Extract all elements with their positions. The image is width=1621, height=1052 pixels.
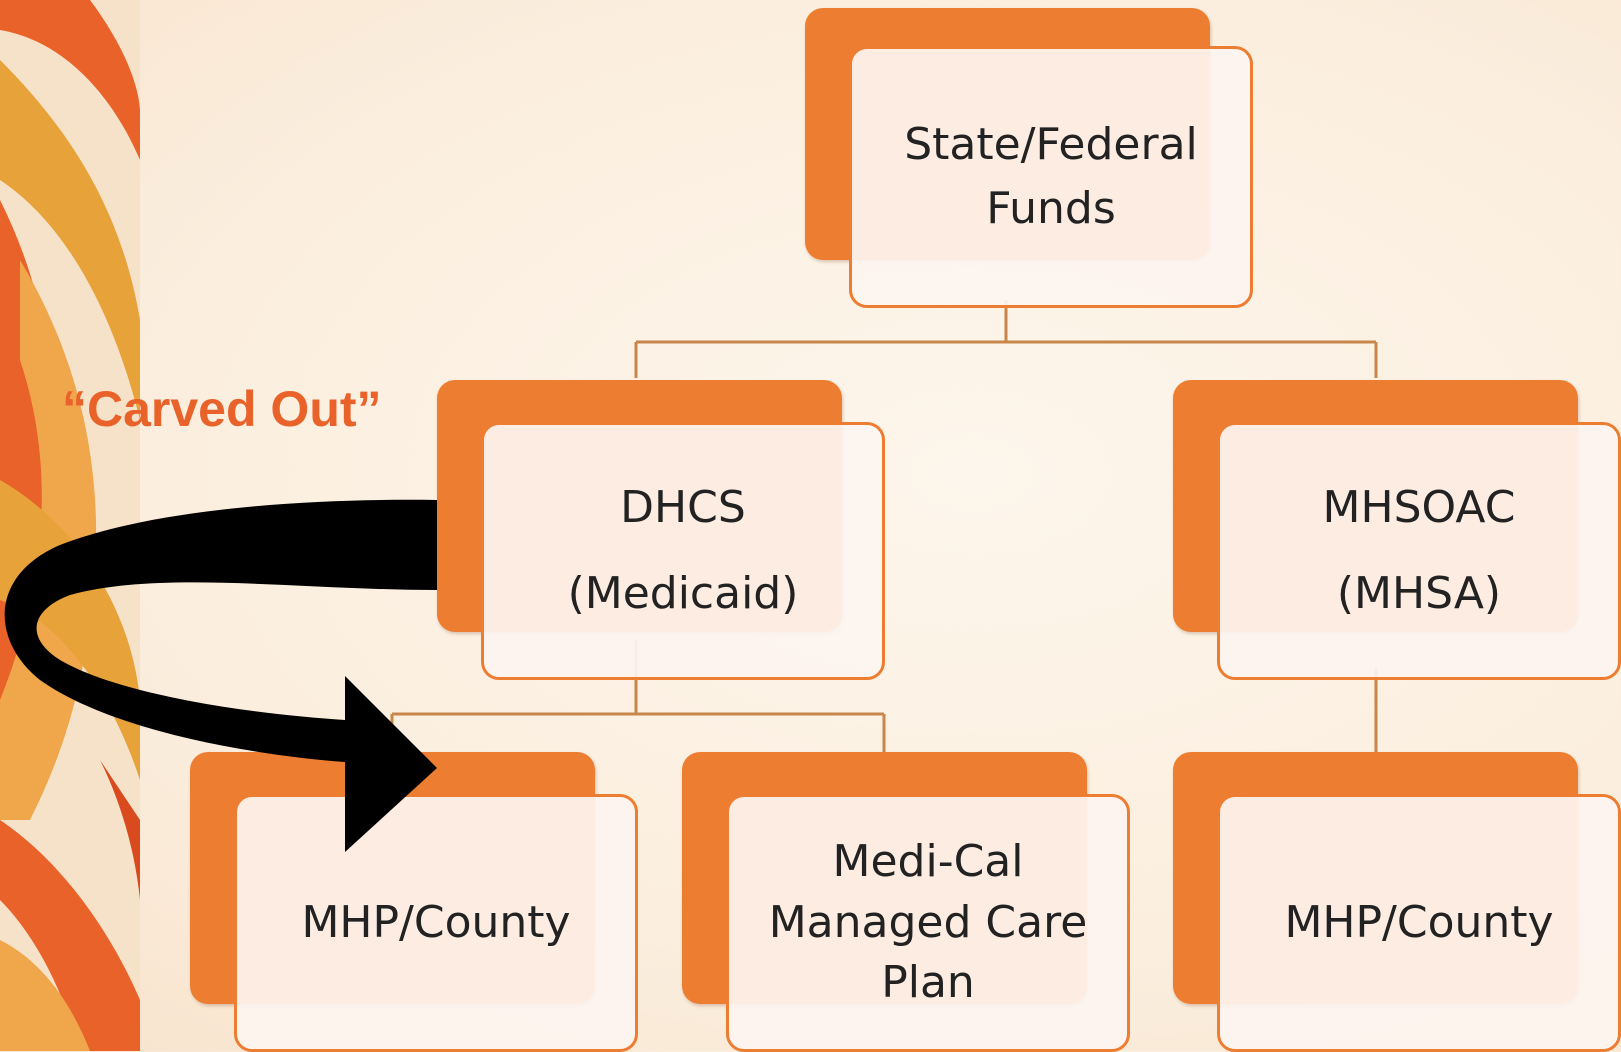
node-label: MHP/County: [234, 794, 638, 1052]
node-mhp-county-right: MHP/County: [1173, 752, 1621, 1052]
carved-out-label: “Carved Out”: [62, 381, 382, 437]
node-label: State/Federal Funds: [849, 46, 1253, 308]
node-label: MHSOAC (MHSA): [1217, 422, 1621, 680]
node-label: MHP/County: [1217, 794, 1621, 1052]
decorative-swirl: [0, 0, 140, 1051]
node-mhsoac: MHSOAC (MHSA): [1173, 380, 1621, 680]
node-medi-cal-managed-care-plan: Medi-Cal Managed Care Plan: [682, 752, 1130, 1052]
node-label: DHCS (Medicaid): [481, 422, 885, 680]
node-state-federal-funds: State/Federal Funds: [805, 8, 1253, 308]
node-label: Medi-Cal Managed Care Plan: [726, 794, 1130, 1052]
node-dhcs: DHCS (Medicaid): [437, 380, 885, 680]
